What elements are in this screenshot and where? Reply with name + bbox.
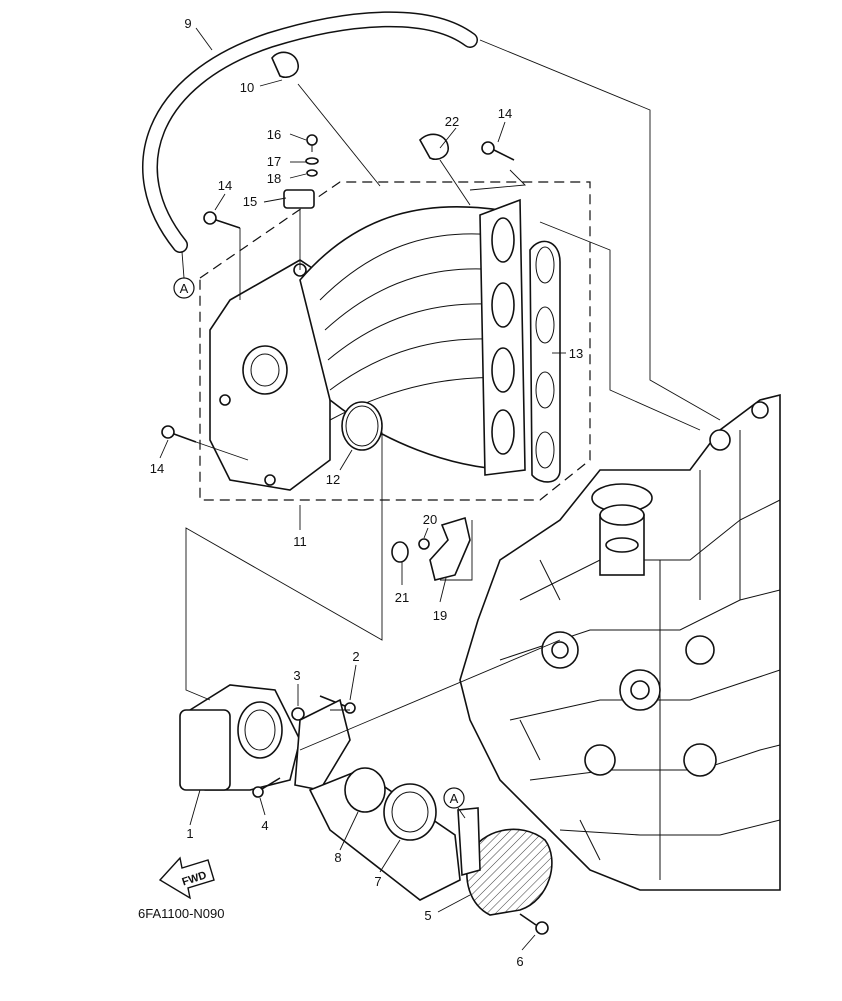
nut-21 bbox=[391, 541, 409, 563]
callout-21: 21 bbox=[395, 590, 409, 605]
callout-4: 4 bbox=[261, 818, 268, 833]
o-ring-12 bbox=[341, 401, 383, 451]
silencer-5 bbox=[466, 828, 553, 916]
callout-9: 9 bbox=[184, 16, 191, 31]
callout-1: 1 bbox=[186, 826, 193, 841]
bolt-14-c bbox=[161, 425, 197, 443]
callout-16: 16 bbox=[267, 127, 281, 142]
bolt-6 bbox=[519, 913, 549, 935]
figure-code: 6FA1100-N090 bbox=[138, 906, 225, 921]
callout-13: 13 bbox=[569, 346, 583, 361]
bolt-20 bbox=[418, 538, 430, 550]
callout-7: 7 bbox=[374, 874, 381, 889]
callout-2: 2 bbox=[352, 649, 359, 664]
washer-18 bbox=[306, 169, 318, 177]
throttle-body-1 bbox=[179, 684, 301, 791]
callout-6: 6 bbox=[516, 954, 523, 969]
part-3 bbox=[291, 707, 305, 721]
callout-11: 11 bbox=[293, 534, 307, 549]
clamp-10 bbox=[271, 51, 299, 79]
bracket-19 bbox=[429, 516, 471, 581]
svg-text:A: A bbox=[450, 791, 459, 806]
callout-3: 3 bbox=[293, 668, 300, 683]
ref-mark-a-upper: A bbox=[173, 277, 195, 299]
callout-17: 17 bbox=[267, 154, 281, 169]
sensor-15 bbox=[283, 189, 315, 209]
ref-mark-a-lower: A bbox=[443, 787, 465, 809]
callout-15: 15 bbox=[243, 194, 257, 209]
svg-text:A: A bbox=[180, 281, 189, 296]
engine-block bbox=[459, 393, 781, 891]
callout-20: 20 bbox=[423, 512, 437, 527]
callout-18: 18 bbox=[267, 171, 281, 186]
bolt-4 bbox=[252, 777, 281, 798]
screw-16 bbox=[306, 134, 318, 146]
gasket-13 bbox=[529, 240, 561, 483]
callout-8: 8 bbox=[334, 850, 341, 865]
clamp-22 bbox=[419, 133, 449, 161]
fwd-arrow-icon: FWD bbox=[158, 856, 215, 900]
callout-10: 10 bbox=[240, 80, 254, 95]
bolt-14-b bbox=[481, 141, 515, 161]
washer-17 bbox=[305, 157, 319, 165]
callout-14-c: 14 bbox=[150, 461, 164, 476]
callout-14-b: 14 bbox=[498, 106, 512, 121]
callout-14-a: 14 bbox=[218, 178, 232, 193]
ring-8 bbox=[344, 767, 386, 813]
callout-5: 5 bbox=[424, 908, 431, 923]
manifold-assembly-box bbox=[199, 181, 591, 501]
bolt-14-a bbox=[203, 211, 241, 229]
callout-12: 12 bbox=[326, 472, 340, 487]
callout-19: 19 bbox=[433, 608, 447, 623]
callout-22: 22 bbox=[445, 114, 459, 129]
